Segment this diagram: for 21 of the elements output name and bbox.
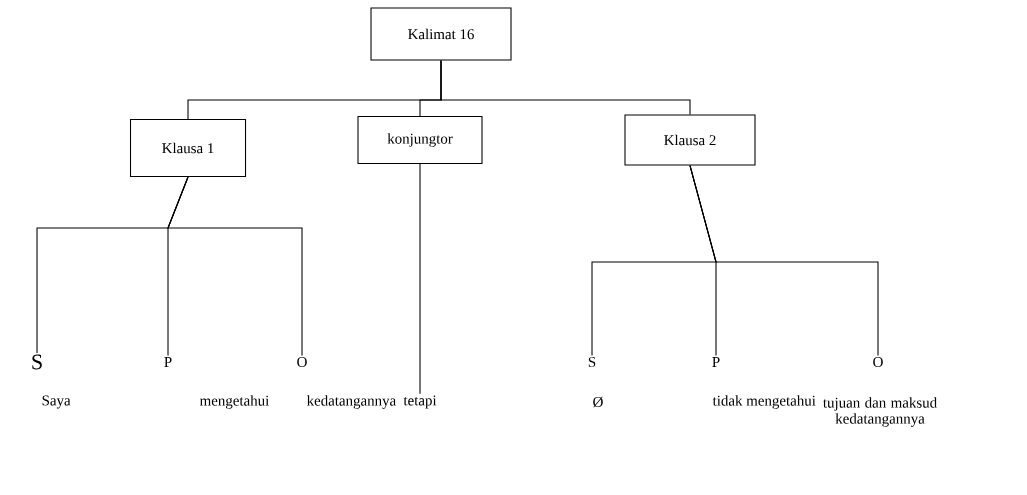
word-label: tetapi xyxy=(403,395,437,409)
word-label: kedatangannya xyxy=(306,395,396,409)
tree-node-box: Klausa 2 xyxy=(624,114,756,166)
tree-line xyxy=(689,165,879,356)
function-label: P xyxy=(164,357,172,367)
tree-line xyxy=(440,60,691,115)
word-label: tujuan dan maksud kedatangannya xyxy=(823,397,937,427)
function-label: S xyxy=(588,356,596,367)
tree-line xyxy=(419,163,421,395)
function-label: P xyxy=(712,357,720,367)
function-label: O xyxy=(297,356,307,367)
tree-node-box: konjungtor xyxy=(357,115,483,165)
tree-line xyxy=(167,176,303,356)
function-label: S xyxy=(32,354,42,370)
word-label: Ø xyxy=(593,396,603,408)
function-label: O xyxy=(873,356,883,367)
word-label: tidak mengetahui xyxy=(712,395,816,409)
tree-node-box: Klausa 1 xyxy=(129,118,247,178)
word-label: mengetahui xyxy=(199,395,269,409)
word-label: Saya xyxy=(42,395,71,409)
tree-node-box: Kalimat 16 xyxy=(370,7,512,61)
